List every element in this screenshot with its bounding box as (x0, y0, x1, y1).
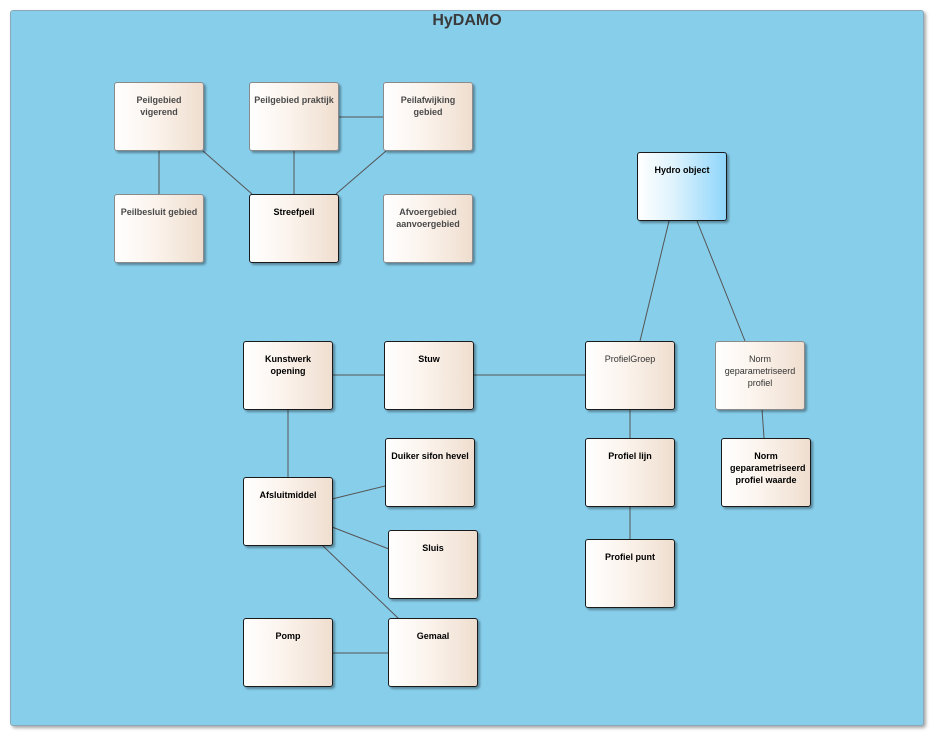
node-label: Peilgebied vigerend (136, 95, 182, 117)
node-label: Duiker sifon hevel (391, 451, 469, 461)
node-kunstwerk-opening[interactable]: Kunstwerk opening (243, 341, 333, 410)
connector-hydro-norm (696, 220, 746, 342)
node-profielgroep[interactable]: ProfielGroep (585, 341, 675, 410)
node-duiker-sifon-hevel[interactable]: Duiker sifon hevel (385, 438, 475, 507)
node-label: Profiel lijn (608, 451, 652, 461)
node-peilgebied-praktijk[interactable]: Peilgebied praktijk (249, 82, 339, 151)
node-gemaal[interactable]: Gemaal (388, 618, 478, 687)
connector-afsluitmiddel-gemaal (321, 544, 400, 620)
node-peilafwijking-gebied[interactable]: Peilafwijking gebied (383, 82, 473, 151)
node-peilgebied-vigerend[interactable]: Peilgebied vigerend (114, 82, 204, 151)
diagram-title: HyDAMO (432, 12, 502, 29)
connector-afsluitmiddel-sluis (331, 526, 390, 550)
node-stuw[interactable]: Stuw (384, 341, 474, 410)
node-sluis[interactable]: Sluis (388, 530, 478, 599)
node-profiel-punt[interactable]: Profiel punt (585, 539, 675, 608)
node-label: Afvoergebied aanvoergebied (396, 207, 460, 229)
connector-vigerend-streefpeil (202, 150, 253, 195)
node-label: Norm geparametriseerd profiel waarde (730, 451, 806, 485)
connector-norm-normwaarde (761, 408, 765, 439)
node-label: ProfielGroep (604, 354, 656, 364)
node-streefpeil[interactable]: Streefpeil (249, 194, 339, 263)
node-label: Kunstwerk opening (264, 354, 311, 376)
node-label: Peilgebied praktijk (254, 95, 334, 105)
connector-peilafwijking-streefpeil (335, 150, 387, 195)
node-norm-geparametriseerd-profiel[interactable]: Norm geparametriseerd profiel (715, 341, 805, 410)
node-peilbesluit-gebied[interactable]: Peilbesluit gebied (114, 194, 204, 263)
node-pomp[interactable]: Pomp (243, 618, 333, 687)
node-label: Stuw (418, 354, 440, 364)
node-hydro-object[interactable]: Hydro object (637, 152, 727, 221)
node-profiel-lijn[interactable]: Profiel lijn (585, 438, 675, 507)
node-norm-geparametriseerd-profiel-waarde[interactable]: Norm geparametriseerd profiel waarde (721, 438, 811, 507)
node-label: Streefpeil (273, 207, 315, 217)
connector-hydro-profielgroep (639, 220, 670, 342)
node-afvoergebied[interactable]: Afvoergebied aanvoergebied (383, 194, 473, 263)
node-label: Gemaal (416, 631, 450, 641)
node-label: Sluis (422, 543, 444, 553)
node-label: Peilafwijking gebied (400, 95, 456, 117)
node-label: Hydro object (654, 165, 710, 175)
node-label: Profiel punt (605, 552, 655, 562)
node-afsluitmiddel[interactable]: Afsluitmiddel (243, 477, 333, 546)
node-label: Peilbesluit gebied (120, 207, 198, 217)
node-label: Afsluitmiddel (259, 490, 317, 500)
node-label: Pomp (275, 631, 301, 641)
connector-afsluitmiddel-duiker (331, 485, 386, 500)
node-label: Norm geparametriseerd profiel (724, 354, 796, 388)
